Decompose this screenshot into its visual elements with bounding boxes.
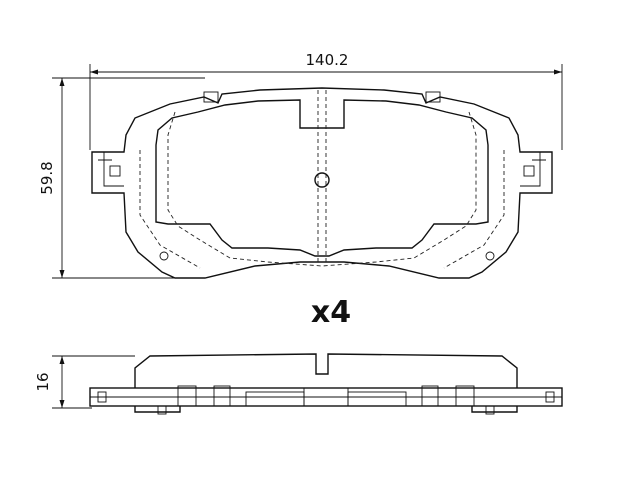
- width-dimension: 140.2: [89, 51, 563, 150]
- thickness-dimension: 16: [34, 355, 135, 409]
- pad-front-view: [91, 87, 553, 279]
- right-hole: [485, 251, 495, 261]
- backing-plate-outline: [91, 87, 553, 279]
- thickness-dimension-label: 16: [34, 372, 52, 391]
- pad-side-view: [89, 353, 563, 415]
- height-dimension: 59.8: [38, 77, 205, 279]
- width-dimension-label: 140.2: [306, 51, 349, 69]
- center-hole: [314, 172, 330, 188]
- quantity-label: x4: [311, 295, 351, 330]
- friction-material-outline: [155, 99, 489, 257]
- friction-material-side: [134, 353, 518, 388]
- left-hole: [159, 251, 169, 261]
- height-dimension-label: 59.8: [38, 161, 56, 194]
